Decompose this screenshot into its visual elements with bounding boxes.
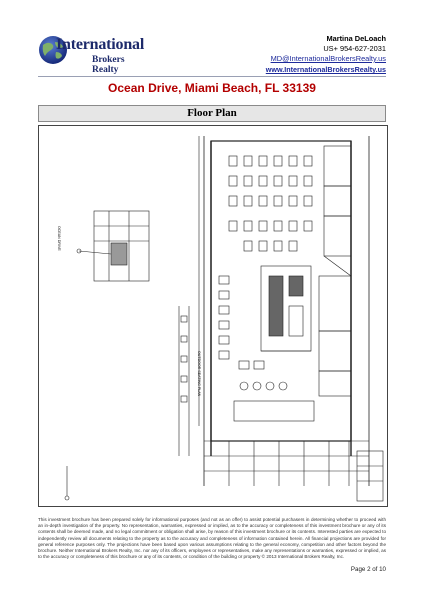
legal-disclaimer: This investment brochure has been prepar… [38,517,386,560]
dining-tables-lower [218,275,315,422]
floor-plan-drawing: OCEAN DRIVE OUTDOOR SEATING PLAN [38,125,388,507]
brand-name: International [56,36,145,53]
agent-phone: US+ 954-627-2031 [323,44,386,53]
header-divider [38,76,386,77]
agent-contact: Martina DeLoach US+ 954-627-2031 MD@Inte… [271,34,386,64]
outdoor-seating-label: OUTDOOR SEATING PLAN [197,351,201,397]
agent-email-link[interactable]: MD@InternationalBrokersRealty.us [270,54,386,63]
brand-subtitle: Brokers Realty [92,55,125,75]
title-block [356,450,384,502]
floor-plan-svg [64,136,384,502]
property-address: Ocean Drive, Miami Beach, FL 33139 [108,81,316,95]
website-link[interactable]: www.InternationalBrokersRealty.us [265,65,386,74]
globe-logo-icon [39,36,67,64]
agent-name: Martina DeLoach [326,34,386,43]
bar-kitchen [260,265,312,352]
section-title: Floor Plan [187,107,237,119]
page-number: Page 2 of 10 [350,566,386,573]
street-label: OCEAN DRIVE [57,226,61,251]
left-marker [64,466,70,501]
outdoor-seating [178,306,190,456]
storefront-grid [204,440,369,486]
dining-tables-upper [228,155,313,252]
company-logo: International Brokers Realty [38,34,148,75]
service-rooms [318,145,352,397]
site-key-map [76,210,150,282]
section-header: Floor Plan [38,105,386,122]
